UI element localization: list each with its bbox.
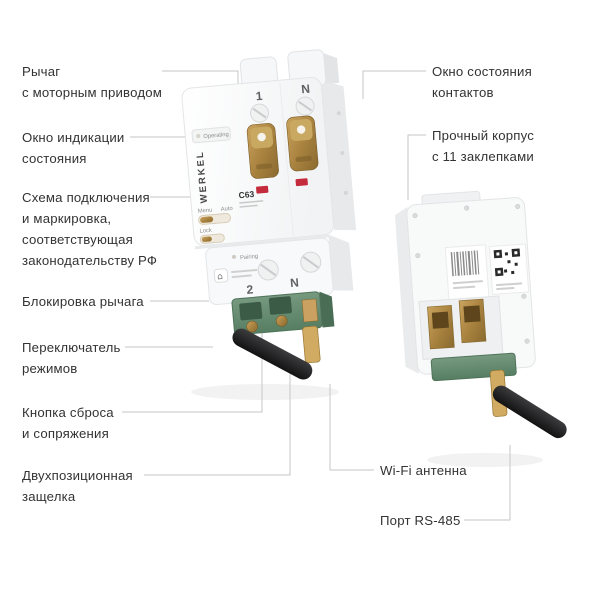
callout-line: Окно индикации (22, 130, 125, 145)
callout-line: контактов (432, 85, 494, 100)
callout-line: соответствующая (22, 232, 133, 247)
pairing-indicator: Pairing (231, 254, 259, 262)
pole-label-n-top: N (301, 82, 311, 97)
lever-pole-1 (246, 123, 279, 179)
callout-lever-motor: Рычаг с моторным приводом (22, 61, 162, 103)
callout-line: с 11 заклепками (432, 149, 534, 164)
callout-line: состояния (22, 151, 87, 166)
back-device (394, 190, 567, 439)
callout-line: Wi-Fi антенна (380, 463, 467, 478)
pole-label-1: 1 (255, 89, 263, 104)
qr-code (488, 243, 530, 295)
lock-knob (201, 236, 212, 242)
back-side-face (394, 207, 420, 374)
brand-logo: WERKEL (195, 150, 211, 204)
callout-line: Прочный корпус (432, 128, 535, 143)
connector-contact-window (362, 70, 426, 99)
callout-line: Схема подключения (22, 190, 150, 205)
app-install-badge: ⌂ (213, 268, 258, 283)
callout-line: Блокировка рычага (22, 294, 144, 309)
pole-label-n-bottom: N (290, 275, 300, 290)
callout-reset-button: Кнопка сброса и сопряжения (22, 402, 114, 444)
callout-rs485-port: Порт RS-485 (380, 510, 460, 531)
terminal-gold-screw (275, 315, 288, 327)
callout-wifi-antenna: Wi-Fi антенна (380, 460, 467, 481)
lever-pole-n (286, 115, 319, 172)
model-label: C63 (238, 189, 255, 200)
terminal-gold-screw (246, 320, 258, 333)
barcode-sticker (444, 244, 490, 303)
din-latch (302, 325, 321, 364)
terminal-screw-bottom-left (257, 259, 279, 281)
callout-line: Порт RS-485 (380, 513, 461, 528)
operating-led (196, 134, 201, 139)
terminal-block (231, 291, 335, 336)
callout-lever-lock: Блокировка рычага (22, 291, 144, 312)
connector-latch (144, 360, 291, 476)
mode-switch-knob (200, 216, 214, 223)
callout-line: Переключатель (22, 340, 121, 355)
callout-mode-switch: Переключатель режимов (22, 337, 121, 379)
callout-line: и маркировка, (22, 211, 112, 226)
rear-clamps (418, 295, 504, 360)
connector-housing (407, 134, 426, 200)
callout-line: режимов (22, 361, 78, 376)
app-icon: ⌂ (217, 272, 224, 282)
device-side-face-lower (328, 234, 354, 291)
menu-label: Menu (198, 208, 213, 215)
callout-line: Окно состояния (432, 64, 532, 79)
contact-state-window-1 (256, 185, 269, 194)
module-seam (194, 234, 329, 250)
terminal-screw-bottom-right (300, 251, 322, 273)
wifi-antenna (232, 328, 313, 380)
rs485-pins (301, 298, 319, 323)
callout-line: Кнопка сброса (22, 405, 114, 420)
callout-line: и сопряжения (22, 426, 109, 441)
callout-latch: Двухпозиционная защелка (22, 465, 133, 507)
pole-label-2: 2 (246, 282, 254, 297)
lever-lock: Lock (199, 228, 225, 244)
main-device: 1 N Operating WERKEL (181, 49, 357, 380)
connector-rs485-port (464, 445, 511, 521)
callout-status-window: Окно индикации состояния (22, 127, 125, 169)
contact-state-window-n (295, 178, 308, 187)
callout-line: Рычаг (22, 64, 61, 79)
operating-label: Operating (203, 132, 229, 140)
auto-label: Auto (221, 206, 233, 213)
pairing-led (231, 254, 236, 259)
connector-reset-button (122, 300, 263, 413)
callout-wiring-scheme: Схема подключения и маркировка, соответс… (22, 187, 157, 271)
device-shadows (191, 384, 543, 467)
callout-contact-window: Окно состояния контактов (432, 61, 532, 103)
callout-line: с моторным приводом (22, 85, 163, 100)
terminal-screw-top-right (295, 96, 315, 116)
operating-indicator: Operating (191, 126, 231, 144)
terminal-screw-top-left (250, 103, 270, 123)
mode-switch: Menu Auto (198, 206, 233, 225)
callout-line: Двухпозиционная (22, 468, 133, 483)
back-wifi-antenna (492, 385, 567, 439)
pairing-label: Pairing (240, 254, 259, 262)
connector-wifi-antenna (329, 384, 374, 471)
callout-housing: Прочный корпус с 11 заклепками (432, 125, 534, 167)
callout-line: законодательству РФ (22, 253, 158, 268)
lock-label: Lock (199, 228, 212, 235)
rating-marking: C63 (238, 189, 264, 208)
callout-line: защелка (22, 489, 76, 504)
